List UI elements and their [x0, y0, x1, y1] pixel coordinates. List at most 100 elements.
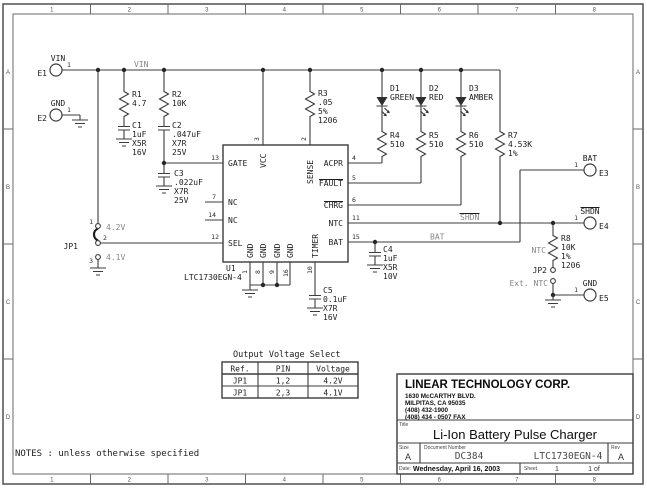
- terminal-e3: [583, 163, 597, 177]
- ic-pin-chrg: CHRG: [324, 201, 343, 210]
- jumper-jp2: JP2 Ext. NTC: [509, 266, 556, 288]
- jp2-ref: JP2: [533, 266, 548, 275]
- zone-top-5: 5: [360, 8, 364, 14]
- symbols: [71, 87, 562, 316]
- e3-name: BAT: [583, 154, 598, 163]
- r5-ref: R5: [429, 131, 439, 140]
- led-d3: [454, 91, 470, 117]
- ic-pin-bat: BAT: [329, 238, 344, 247]
- ground-c5: [306, 302, 324, 316]
- c5-dielectric: X7R: [323, 304, 338, 313]
- e1-ref: E1: [37, 69, 47, 78]
- zone-right-d: D: [636, 415, 641, 421]
- ic-pinnum-14: 14: [208, 211, 216, 219]
- jp1-pin1: [95, 223, 101, 229]
- table-frame: [221, 361, 359, 399]
- ic-pin-sense: SENSE: [306, 160, 315, 184]
- r7-tolerance: 1%: [508, 149, 518, 158]
- jp1-pin3-num: 3: [89, 257, 93, 265]
- ground-ntc: [544, 294, 562, 308]
- jp2-pin2: [550, 278, 556, 284]
- schematic-title: Li-Ion Battery Pulse Charger: [433, 427, 598, 442]
- ic-pinnum-13: 13: [211, 154, 219, 162]
- document-number-value: DC384: [455, 451, 484, 462]
- company-name: LINEAR TECHNOLOGY CORP.: [405, 379, 570, 391]
- ic-pin-vcc: VCC: [259, 153, 268, 168]
- d1-color: GREEN: [390, 93, 414, 102]
- c4-ref: C4: [383, 245, 393, 254]
- table-cell: 4.1V: [323, 389, 342, 398]
- capacitor-c3: [157, 168, 171, 182]
- e4-pin-num: 1: [574, 214, 578, 222]
- e5-ref: E5: [599, 294, 609, 303]
- c4-value: 1uF: [383, 254, 398, 263]
- r8-value: 10K: [561, 243, 576, 252]
- zone-labels-top: 1 2 3 4 5 6 7 8: [50, 8, 597, 14]
- resistor-r2: [158, 87, 170, 119]
- ic-body: [222, 144, 349, 263]
- table-header-voltage: Voltage: [316, 365, 350, 374]
- c3-value: .022uF: [174, 178, 203, 187]
- ground-c3: [155, 180, 173, 194]
- ic-pin-gnd16: GND: [286, 243, 295, 258]
- c1-value: 1uF: [132, 130, 147, 139]
- table-cell: 4.2V: [323, 377, 342, 386]
- ground-ic: [241, 284, 259, 298]
- c1-dielectric: X5R: [132, 139, 147, 148]
- c2-voltage: 25V: [172, 148, 187, 157]
- jp2-pin1: [550, 267, 556, 273]
- table-cell: JP1: [233, 377, 248, 386]
- zone-left-c: C: [6, 300, 11, 306]
- r2-ref: R2: [172, 90, 182, 99]
- zone-top-4: 4: [283, 8, 287, 14]
- table-row: JP1 1,2 4.2V: [233, 377, 343, 386]
- zone-right-b: B: [636, 185, 640, 191]
- e3-ref: E3: [599, 169, 609, 178]
- r8-ntc-label: NTC: [532, 246, 547, 255]
- rev-value: A: [618, 452, 624, 462]
- zone-bot-1: 1: [50, 478, 54, 484]
- resistor-r6: [455, 127, 467, 159]
- zone-bot-6: 6: [438, 478, 442, 484]
- jp1-pin2-num: 2: [103, 234, 107, 242]
- ic-pinnum-15: 15: [352, 233, 360, 241]
- title-label: Title: [399, 422, 408, 428]
- net-bat-label: BAT: [430, 233, 445, 242]
- d2-ref: D2: [429, 84, 439, 93]
- ic-pinnum-12: 12: [211, 233, 219, 241]
- ground-e2: [71, 114, 89, 128]
- zone-bot-7: 7: [515, 478, 519, 484]
- table-header-ref: Ref.: [230, 365, 249, 374]
- jp1-option-41v: 4.1V: [106, 253, 125, 262]
- sheet-of: 1 of: [588, 466, 600, 473]
- ic-pinnum-2: 2: [300, 137, 308, 141]
- terminal-e1: [49, 63, 63, 77]
- zone-top-2: 2: [128, 8, 132, 14]
- zone-left-d: D: [6, 415, 11, 421]
- r4-ref: R4: [390, 131, 400, 140]
- jp1-pin1-num: 1: [89, 218, 93, 226]
- ic-pin-acpr: ACPR: [324, 159, 343, 168]
- zone-top-8: 8: [593, 8, 597, 14]
- ic-pin-gate: GATE: [228, 159, 247, 168]
- resistor-r4: [376, 127, 388, 159]
- table-title: Output Voltage Select: [233, 350, 340, 360]
- e2-ref: E2: [37, 114, 47, 123]
- c5-ref: C5: [323, 286, 333, 295]
- ic-pinnum-6: 6: [352, 196, 356, 204]
- zone-right-a: A: [636, 70, 640, 76]
- company-address-line: 1630 McCARTHY BLVD.: [405, 393, 476, 400]
- c3-ref: C3: [174, 169, 184, 178]
- ic-pin-nc14: NC: [228, 216, 238, 225]
- ic-part-number: LTC1730EGN-4: [184, 273, 242, 282]
- ic-pinnum-4: 4: [352, 154, 356, 162]
- table-cell: JP1: [233, 389, 248, 398]
- zone-top-6: 6: [438, 8, 442, 14]
- d1-ref: D1: [390, 84, 400, 93]
- wires: [62, 69, 584, 296]
- zone-labels-bottom: 1 2 3 4 5 6 7 8: [50, 478, 596, 484]
- resistor-r7: [494, 127, 506, 159]
- ic-pinnum-5: 5: [352, 174, 356, 182]
- document-part-number: LTC1730EGN-4: [534, 451, 603, 462]
- ic-pin-nc7: NC: [228, 198, 238, 207]
